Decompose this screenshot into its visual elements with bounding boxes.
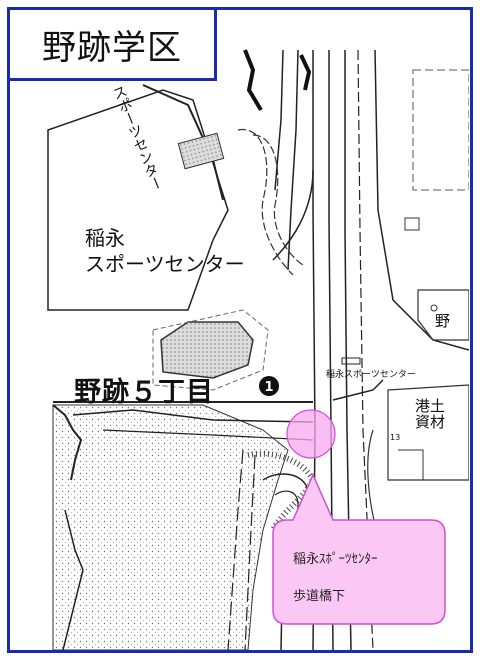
stadium: [160, 321, 254, 379]
district-title: 野跡学区: [42, 27, 182, 68]
hatched-building: [177, 132, 225, 170]
bridge-road: [332, 379, 384, 401]
road-line: [227, 449, 244, 650]
building-block: [404, 217, 420, 231]
map-frame: 1 13 野跡学区 スポーツセンター 稲永 スポーツセンター 野跡５丁目 稲永ス…: [7, 7, 473, 653]
map-label-sports-center: スポーツセンター: [85, 252, 245, 276]
building-block: [412, 69, 469, 191]
coast-line: [62, 509, 84, 650]
building-wall: [142, 84, 224, 201]
road-line: [274, 49, 284, 191]
road-line: [374, 49, 469, 351]
road-sign: [341, 357, 361, 365]
map-label-inei: 稲永: [85, 226, 125, 250]
park-area: [52, 404, 289, 650]
coast-line: [52, 404, 83, 481]
callout-location-detail: 歩道橋下: [293, 589, 346, 604]
road-line: [244, 454, 256, 650]
map-label-inei-sports-small: 稲永スポーツセンター: [326, 370, 416, 380]
bridge-road: [102, 429, 314, 441]
district-title-box: 野跡学区: [10, 10, 217, 81]
map-drawing: 1 13: [47, 49, 469, 650]
marker-circle: [259, 376, 279, 396]
location-highlight: [286, 409, 336, 459]
building-block: [387, 384, 469, 481]
sports-center-outline: [47, 89, 229, 311]
ramp-road: [237, 129, 294, 276]
map-label-nozaki-5: 野跡５丁目: [74, 377, 214, 408]
map-label-13: 13: [390, 433, 400, 442]
building-block: [398, 449, 424, 480]
map-label-minato-1: 港土: [415, 397, 446, 415]
callout-bubble: [272, 473, 446, 625]
stadium-rim: [152, 309, 269, 391]
map-label-minato: 港土資材: [415, 398, 445, 430]
ramp-road: [272, 169, 314, 261]
bridge-road: [72, 409, 314, 423]
marker-number: 1: [264, 380, 273, 395]
map-label-nozaki-right: 野: [435, 312, 451, 330]
building-block: [417, 289, 469, 341]
wavy-line: [299, 54, 312, 91]
wavy-line: [243, 49, 263, 112]
map-symbol: [430, 304, 438, 312]
map-label-minato-2: 資材: [415, 413, 446, 431]
ramp-road: [252, 134, 304, 266]
callout-location-name: 稲永ｽﾎﾟｰﾂｾﾝﾀｰ: [293, 552, 378, 567]
